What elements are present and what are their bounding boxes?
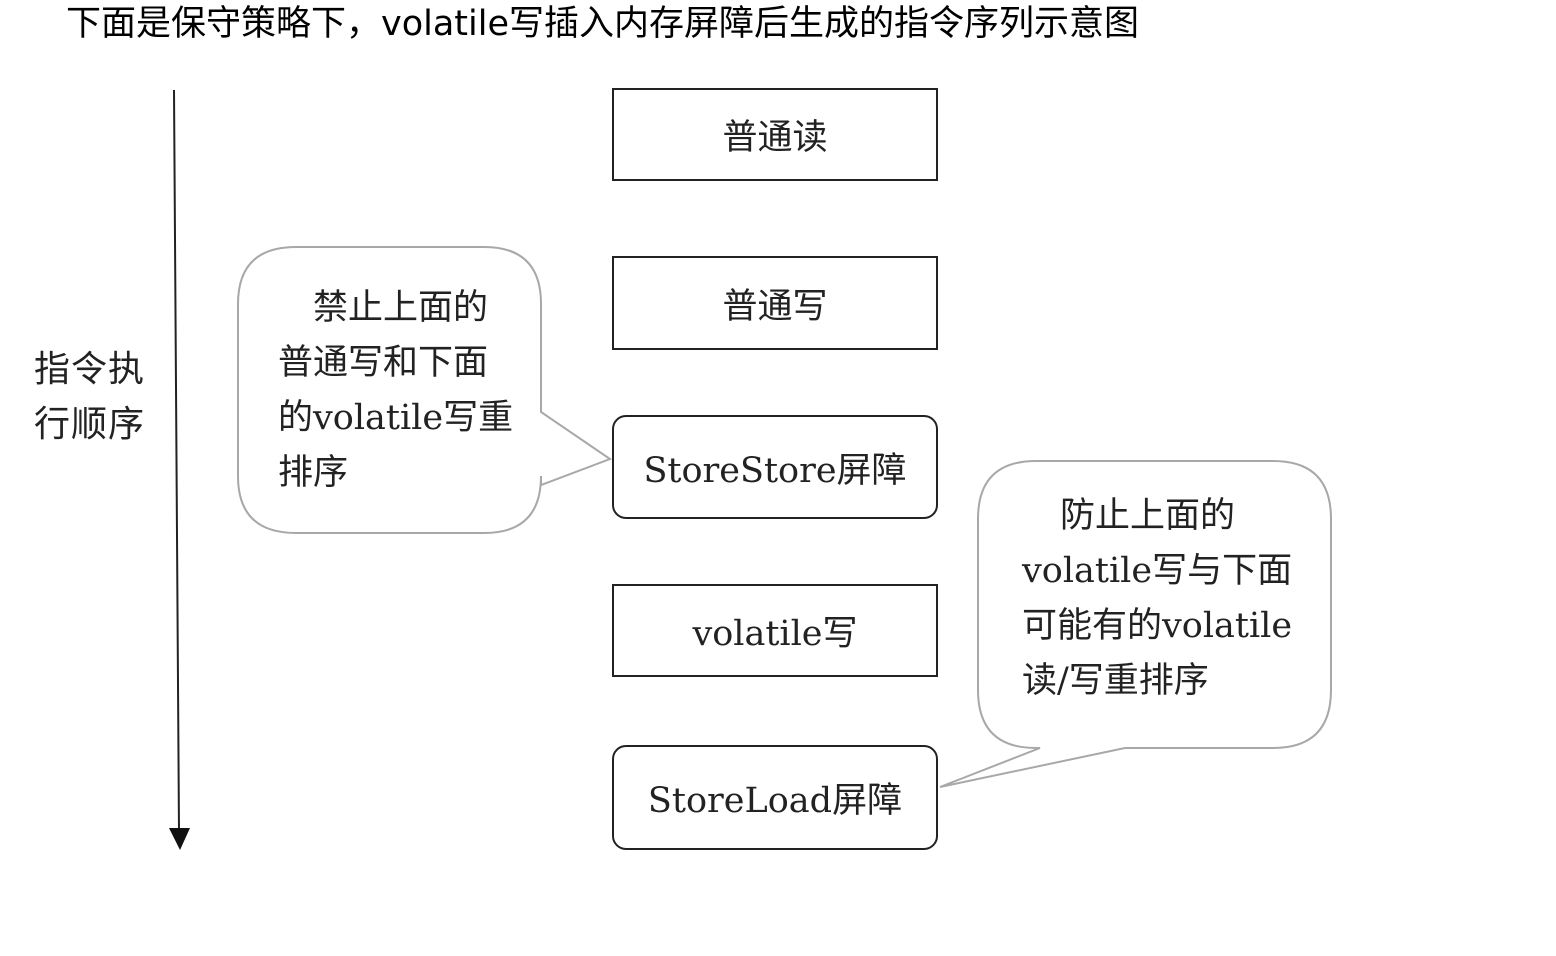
storeload-callout-text: 防止上面的 volatile写与下面 可能有的volatile 读/写重排序: [1022, 489, 1322, 709]
callout-line: 防止上面的: [1060, 496, 1236, 536]
storestore-callout-text: 禁止上面的 普通写和下面 的volatile写重 排序: [278, 281, 513, 501]
callout-line: volatile写与下面: [1022, 551, 1293, 591]
storeload-callout-bubble: [939, 460, 1332, 788]
callout-line: 普通写和下面: [278, 343, 489, 383]
page-heading: 下面是保守策略下，volatile写插入内存屏障后生成的指令序列示意图: [66, 4, 1140, 44]
axis-label-line: 行顺序: [34, 404, 146, 445]
axis-arrowhead: [169, 828, 190, 850]
box-normal-write: 普通写: [612, 256, 938, 350]
box-storestore-barrier: StoreStore屏障: [612, 415, 938, 519]
callout-line: 禁止上面的: [278, 288, 489, 328]
storestore-callout-bubble: [237, 246, 613, 534]
box-storeload-barrier: StoreLoad屏障: [612, 745, 938, 850]
axis-label-line: 指令执: [34, 349, 146, 390]
axis-label: 指令执 行顺序: [34, 342, 164, 452]
callout-line: 读/写重排序: [1022, 661, 1209, 701]
execution-order-axis: [173, 89, 180, 833]
callout-line: 的volatile写重: [278, 398, 514, 438]
box-volatile-write: volatile写: [612, 584, 938, 677]
callout-line: 可能有的volatile: [1022, 606, 1293, 646]
box-normal-read: 普通读: [612, 88, 938, 181]
callout-line: 排序: [278, 453, 349, 493]
